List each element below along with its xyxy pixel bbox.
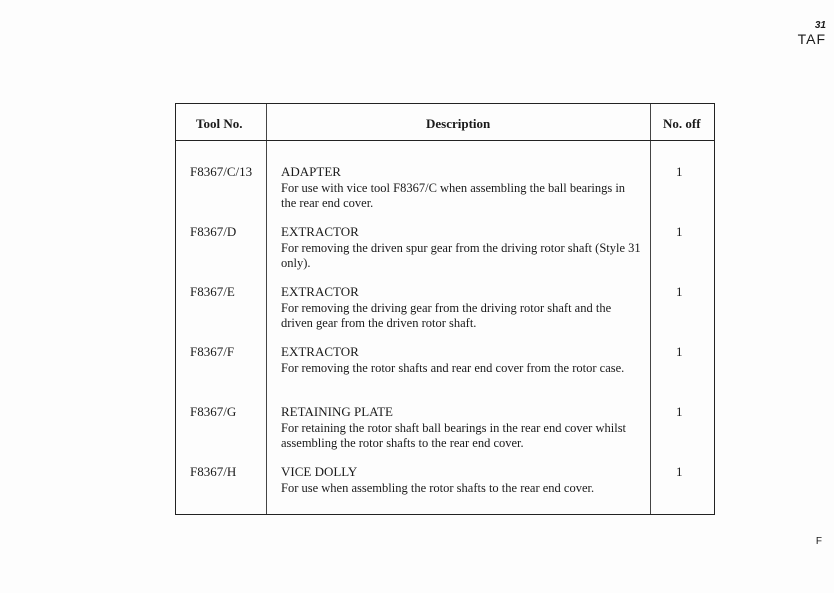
tool-number: F8367/C/13 [190, 164, 253, 179]
quantity: 1 [676, 284, 683, 299]
table-row: F8367/E EXTRACTOR For removing the drivin… [176, 284, 714, 344]
description: RETAINING PLATE For retaining the rotor s… [281, 404, 641, 451]
table-row: F8367/H VICE DOLLY For use when assemblin… [176, 464, 714, 524]
tool-number: F8367/H [190, 464, 237, 479]
tool-title: VICE DOLLY [281, 464, 358, 479]
header-tool-no: Tool No. [196, 116, 243, 131]
column-divider [650, 104, 651, 514]
tool-title: ADAPTER [281, 164, 341, 179]
table-row: F8367/C/13 ADAPTER For use with vice tool… [176, 164, 714, 224]
header-no-off: No. off [663, 116, 701, 131]
page-corner-label: 31 TAF [798, 20, 826, 47]
tool-title: EXTRACTOR [281, 344, 359, 359]
tool-description: For retaining the rotor shaft ball beari… [281, 421, 627, 450]
quantity: 1 [676, 404, 683, 419]
tool-title: EXTRACTOR [281, 224, 359, 239]
description: VICE DOLLY For use when assembling the ro… [281, 464, 641, 496]
quantity: 1 [676, 344, 683, 359]
quantity: 1 [676, 164, 683, 179]
tool-number: F8367/G [190, 404, 237, 419]
quantity: 1 [676, 224, 683, 239]
description: EXTRACTOR For removing the driving gear f… [281, 284, 641, 331]
tool-description: For use with vice tool F8367/C when asse… [281, 181, 626, 210]
header-description: Description [426, 116, 491, 131]
tool-title: RETAINING PLATE [281, 404, 393, 419]
header-divider [176, 140, 714, 141]
tools-table: Tool No. Description No. off F8367/C/13 … [175, 103, 715, 515]
tool-description: For removing the driving gear from the d… [281, 301, 612, 330]
section-label: TAF [797, 31, 826, 47]
quantity: 1 [676, 464, 683, 479]
tool-number: F8367/D [190, 224, 237, 239]
description: EXTRACTOR For removing the driven spur ge… [281, 224, 641, 271]
tool-number: F8367/F [190, 344, 235, 359]
footer-mark: F [815, 536, 822, 547]
page-number: 31 [814, 20, 826, 31]
table-row: F8367/G RETAINING PLATE For retaining the… [176, 404, 714, 464]
tool-title: EXTRACTOR [281, 284, 359, 299]
table-row: F8367/D EXTRACTOR For removing the driven… [176, 224, 714, 284]
description: ADAPTER For use with vice tool F8367/C wh… [281, 164, 641, 211]
tool-description: For use when assembling the rotor shafts… [281, 481, 595, 495]
tool-number: F8367/E [190, 284, 235, 299]
tool-description: For removing the rotor shafts and rear e… [281, 361, 625, 375]
description: EXTRACTOR For removing the rotor shafts a… [281, 344, 641, 376]
tool-description: For removing the driven spur gear from t… [281, 241, 641, 270]
column-divider [266, 104, 267, 514]
table-row: F8367/F EXTRACTOR For removing the rotor … [176, 344, 714, 404]
